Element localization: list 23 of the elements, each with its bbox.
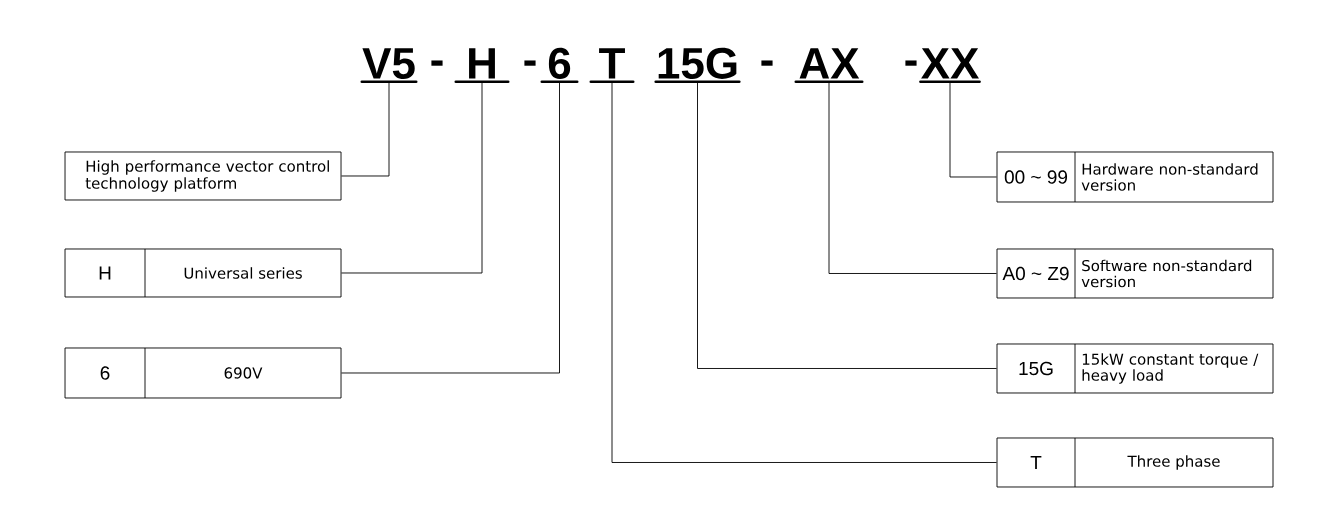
table-box: 15G 15kW constant torque / heavy load (996, 343, 1274, 394)
code-segment: V5 (360, 48, 418, 83)
connector-line (341, 81, 483, 274)
code-segment: T (589, 48, 635, 83)
connector-line (697, 81, 997, 369)
table-box: 6 690V (64, 347, 342, 399)
connector-line (949, 81, 997, 178)
connector-line (828, 81, 997, 274)
dash-separator: - (761, 60, 773, 66)
table-box: High performance vector control technology platform (64, 151, 342, 201)
connector-line (611, 81, 997, 463)
dash-separator: - (431, 60, 443, 66)
dash-separator: - (524, 60, 536, 66)
code-segment: 15G (654, 47, 741, 83)
connector-line (341, 81, 390, 177)
code-segment: AX (794, 48, 864, 83)
connector-line (341, 81, 560, 374)
code-segment: H (454, 48, 510, 83)
code-segment: XX (919, 48, 981, 83)
dash-separator: - (905, 60, 917, 66)
table-box: T Three phase (996, 437, 1274, 488)
table-box: H Universal series (64, 248, 342, 298)
code-segment: 6 (540, 47, 579, 83)
